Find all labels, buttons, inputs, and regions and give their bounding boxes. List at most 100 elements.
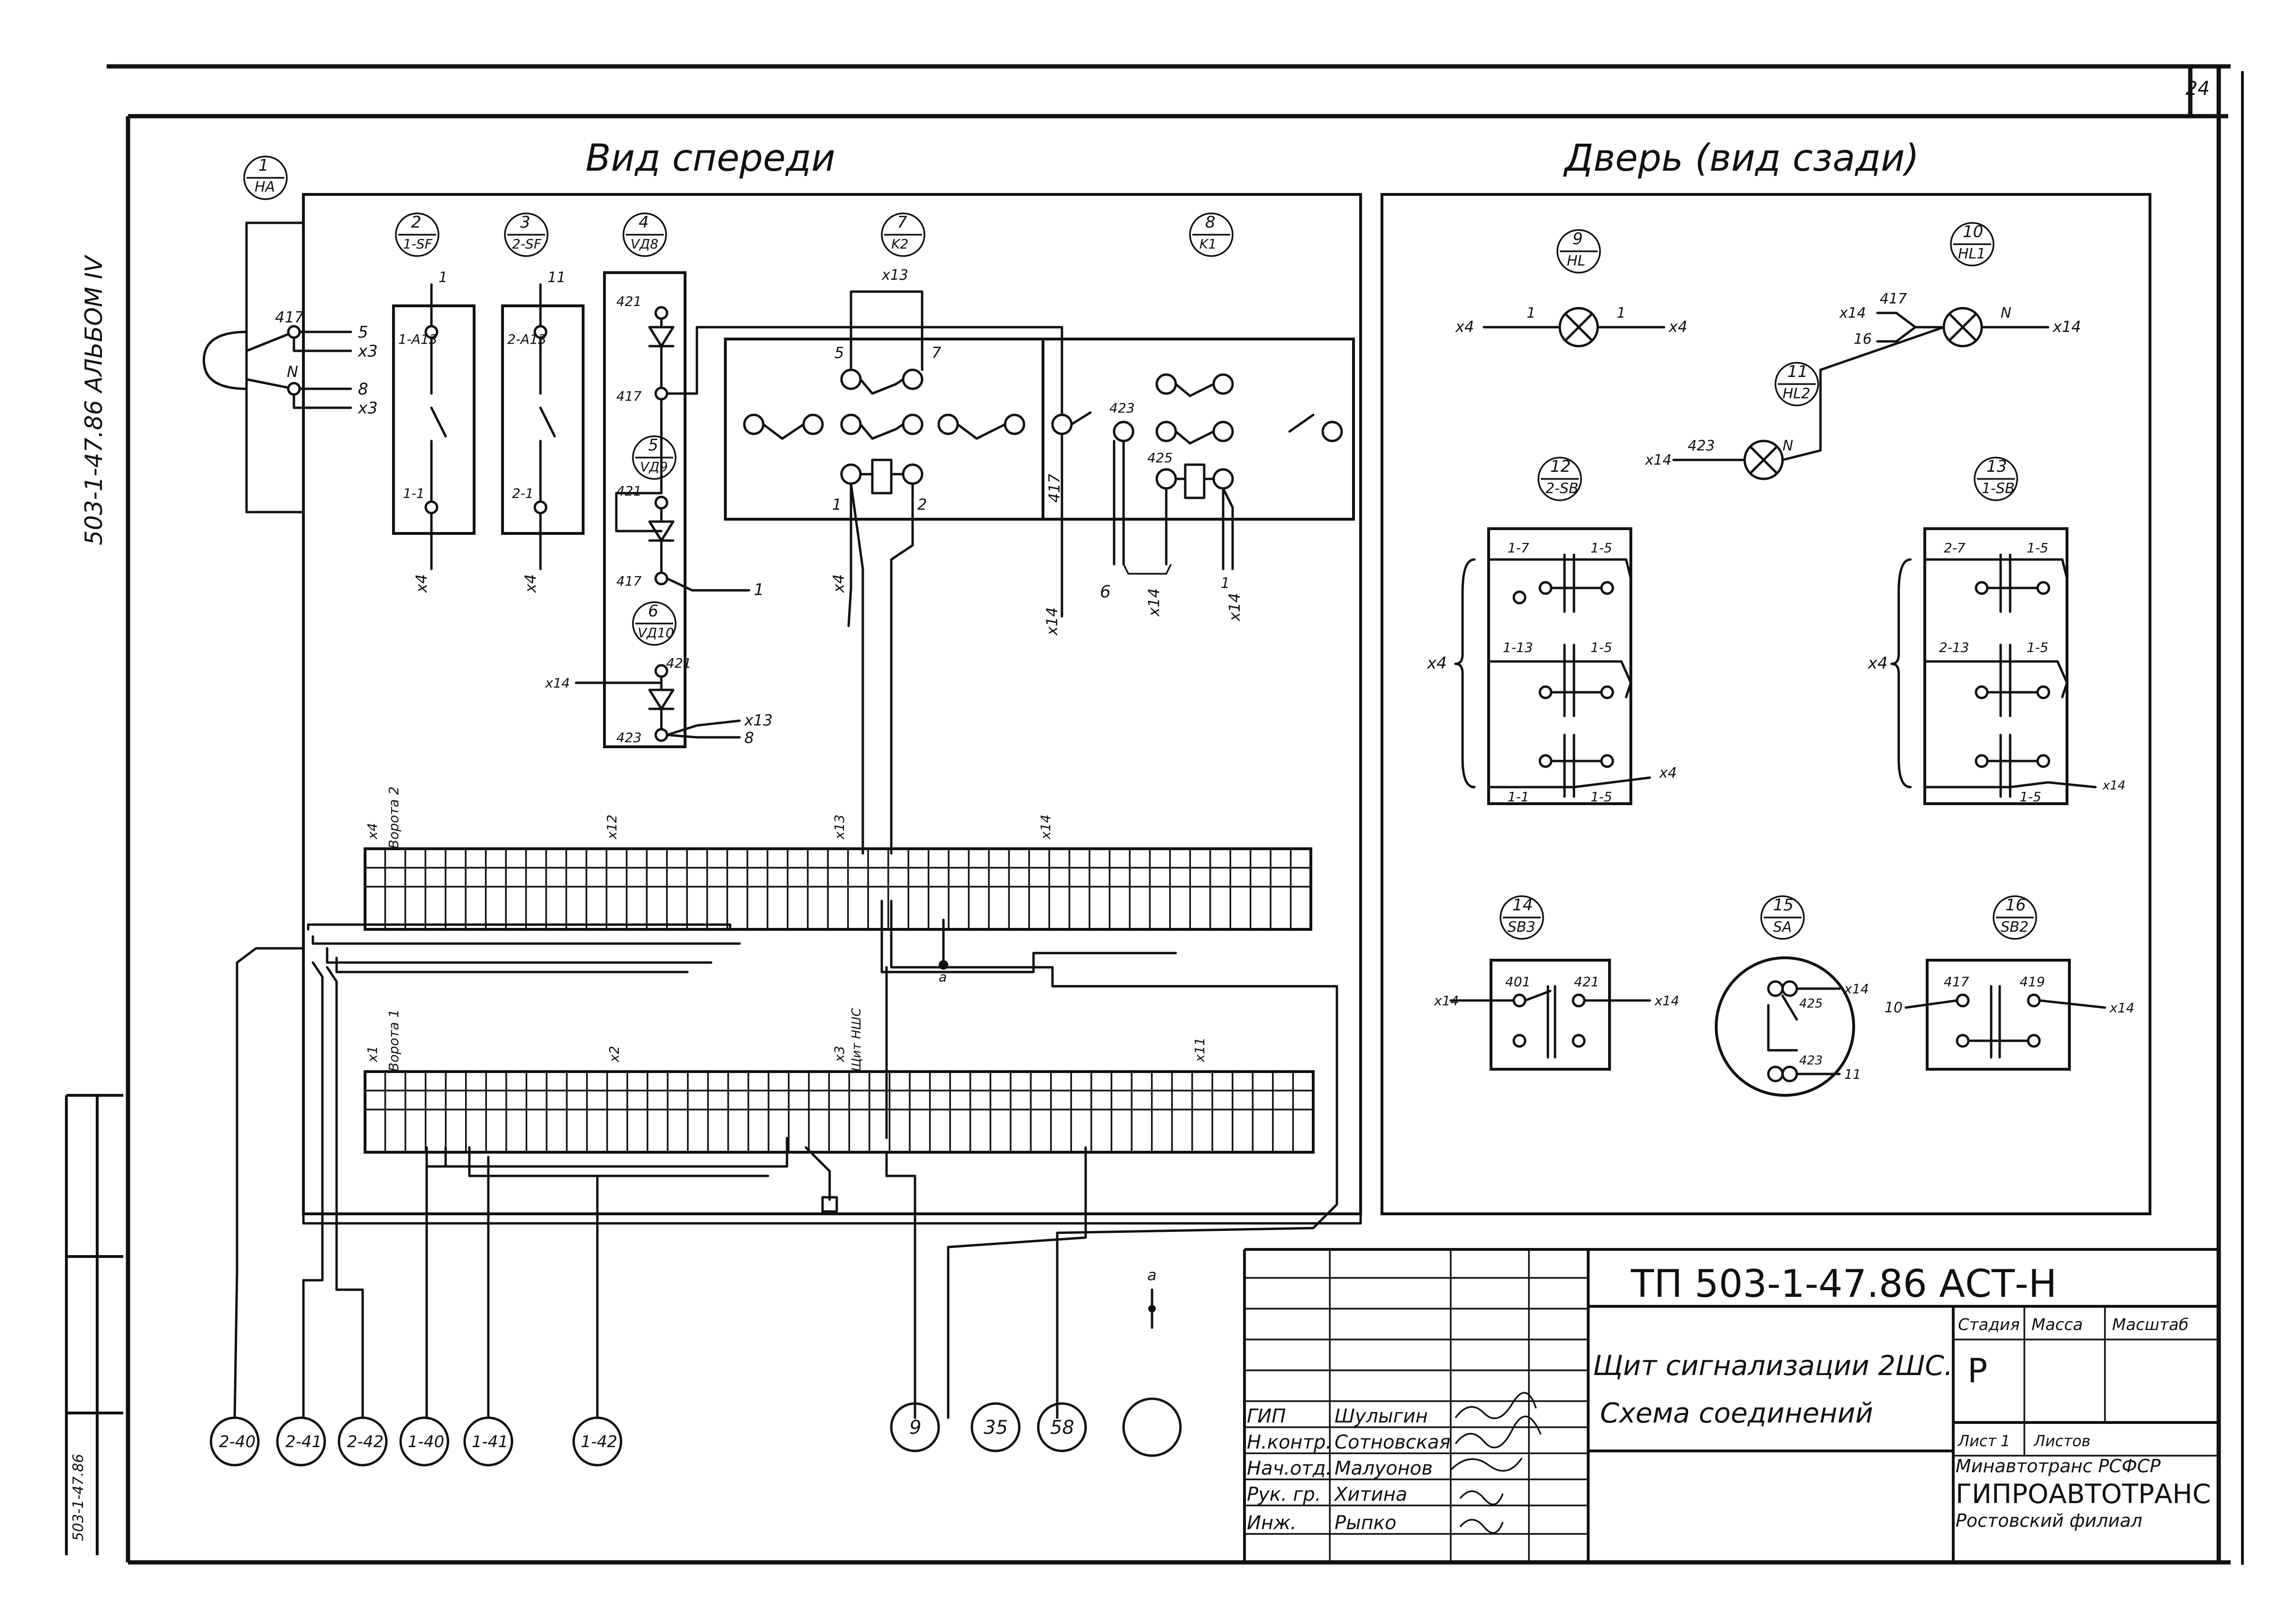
svg-text:x4: x4 (830, 574, 848, 593)
svg-text:K1: K1 (1199, 236, 1217, 252)
sheet-frame (65, 64, 2244, 1565)
name-inzh: Рыпко (1335, 1512, 1397, 1534)
svg-text:417: 417 (1944, 974, 1969, 990)
svg-text:x14: x14 (2109, 1000, 2134, 1016)
svg-text:K2: K2 (891, 236, 908, 252)
tb-gate1-label: Ворота 1 (386, 1009, 402, 1072)
svg-text:1-5: 1-5 (1591, 540, 1612, 556)
svg-text:423: 423 (1109, 400, 1134, 416)
svg-text:5: 5 (358, 323, 368, 342)
tb-shield-label: Щит НШС (850, 1008, 864, 1072)
svg-text:N: N (2001, 305, 2011, 321)
svg-text:a: a (939, 969, 947, 985)
svg-text:HL2: HL2 (1783, 385, 1810, 402)
svg-text:HL1: HL1 (1958, 246, 1985, 262)
svg-text:1: 1 (1221, 575, 1230, 592)
svg-text:x14: x14 (1839, 305, 1866, 321)
stage-header: Стадия (1958, 1315, 2020, 1334)
svg-text:2-7: 2-7 (1944, 540, 1966, 556)
terminal-block-lower (364, 1070, 1315, 1154)
svg-text:2: 2 (917, 495, 927, 514)
svg-text:2-13: 2-13 (1939, 640, 1969, 655)
svg-text:1-5: 1-5 (2027, 540, 2049, 556)
svg-text:1: 1 (754, 580, 764, 599)
svg-text:SB3: SB3 (1508, 919, 1536, 936)
svg-text:x4: x4 (1659, 765, 1677, 781)
svg-text:VД8: VД8 (631, 236, 659, 252)
svg-text:8: 8 (1205, 213, 1216, 232)
role-gip: ГИП (1247, 1405, 1286, 1427)
svg-text:8: 8 (358, 380, 368, 399)
svg-text:2-SB: 2-SB (1546, 480, 1579, 497)
door-panel (1381, 193, 2151, 1215)
svg-text:16: 16 (2005, 896, 2026, 915)
svg-text:1-SB: 1-SB (1982, 480, 2015, 497)
name-rukgr: Хитина (1334, 1484, 1407, 1505)
tb-upper-label: x4 (365, 823, 380, 840)
sheet-label: Лист (1958, 1432, 1997, 1450)
svg-text:5: 5 (648, 436, 659, 455)
svg-text:N: N (1783, 438, 1793, 454)
svg-text:1: 1 (1617, 305, 1626, 321)
svg-text:x14: x14 (1226, 593, 1244, 622)
svg-text:14: 14 (1512, 896, 1533, 915)
svg-text:35: 35 (984, 1417, 1008, 1439)
svg-text:1-A13: 1-A13 (398, 331, 438, 347)
side-stamp-2: 503-1-47.86 (70, 1454, 87, 1541)
name-nachotd: Малуонов (1335, 1458, 1433, 1479)
svg-text:x14: x14 (2102, 779, 2125, 793)
svg-text:9: 9 (1573, 229, 1583, 248)
org-line-1: Минавтотранс РСФСР (1956, 1456, 2160, 1477)
door-view-title: Дверь (вид сзади) (1563, 137, 1919, 180)
device-ha: 1 HA 417 N 5 x3 8 x3 (202, 156, 378, 514)
svg-text:4: 4 (639, 213, 649, 232)
svg-text:13: 13 (1986, 457, 2007, 476)
doc-code: ТП 503-1-47.86 АСТ-Н (1630, 1262, 2057, 1306)
svg-text:1-41: 1-41 (472, 1432, 508, 1451)
svg-text:1: 1 (832, 495, 842, 514)
svg-text:2-1: 2-1 (512, 486, 534, 501)
title-block: ТП 503-1-47.86 АСТ-Н Щит сигнализации 2Ш… (1243, 1248, 2219, 1562)
svg-text:HL: HL (1567, 253, 1585, 269)
svg-text:HA: HA (255, 179, 275, 195)
svg-text:2: 2 (411, 213, 421, 232)
svg-text:a: a (1147, 1266, 1157, 1284)
tb-x13-label: x13 (832, 815, 847, 840)
tb-x3-label: x3 (832, 1046, 847, 1063)
tb-upper-x14: x14 (1038, 815, 1053, 840)
signatures (1450, 1392, 1542, 1534)
svg-text:1: 1 (439, 269, 448, 286)
wire-harness: a a (233, 193, 1362, 1419)
svg-text:6: 6 (648, 602, 659, 621)
svg-text:VД9: VД9 (640, 459, 668, 475)
svg-text:2-SF: 2-SF (512, 236, 542, 252)
svg-text:423: 423 (1799, 1054, 1823, 1068)
svg-text:x14: x14 (1434, 993, 1459, 1009)
role-rukgr: Рук. гр. (1247, 1484, 1321, 1505)
svg-text:1-42: 1-42 (581, 1432, 617, 1451)
svg-text:1-SF: 1-SF (403, 236, 433, 252)
svg-text:401: 401 (1505, 974, 1530, 990)
device-sb3-sa-sb2: 14 SB3 x14 401 421 x14 15 SA x14 425 423… (1434, 895, 2134, 1097)
terminal-block-upper (364, 847, 1312, 931)
svg-text:x14: x14 (1844, 981, 1869, 997)
svg-text:SA: SA (1773, 919, 1792, 936)
svg-text:x4: x4 (521, 574, 540, 593)
svg-text:x4: x4 (1455, 318, 1474, 336)
svg-text:SB2: SB2 (2001, 919, 2029, 936)
svg-text:417: 417 (1880, 291, 1907, 307)
svg-text:x4: x4 (412, 574, 430, 593)
tb-x11-label: x11 (1192, 1037, 1207, 1063)
svg-text:423: 423 (1688, 438, 1715, 454)
svg-text:x4: x4 (1867, 654, 1888, 673)
front-view-title: Вид спереди (585, 137, 835, 180)
doc-title-1: Щит сигнализации 2ШС. (1593, 1349, 1953, 1382)
svg-text:1-7: 1-7 (1508, 540, 1529, 556)
sheet-value: 1 (2001, 1432, 2010, 1450)
org-line-3: Ростовский филиал (1956, 1510, 2142, 1531)
svg-text:3: 3 (520, 213, 531, 232)
svg-text:417: 417 (616, 388, 642, 404)
tb-gate2-label: Ворота 2 (386, 787, 402, 849)
svg-text:x3: x3 (357, 342, 378, 361)
